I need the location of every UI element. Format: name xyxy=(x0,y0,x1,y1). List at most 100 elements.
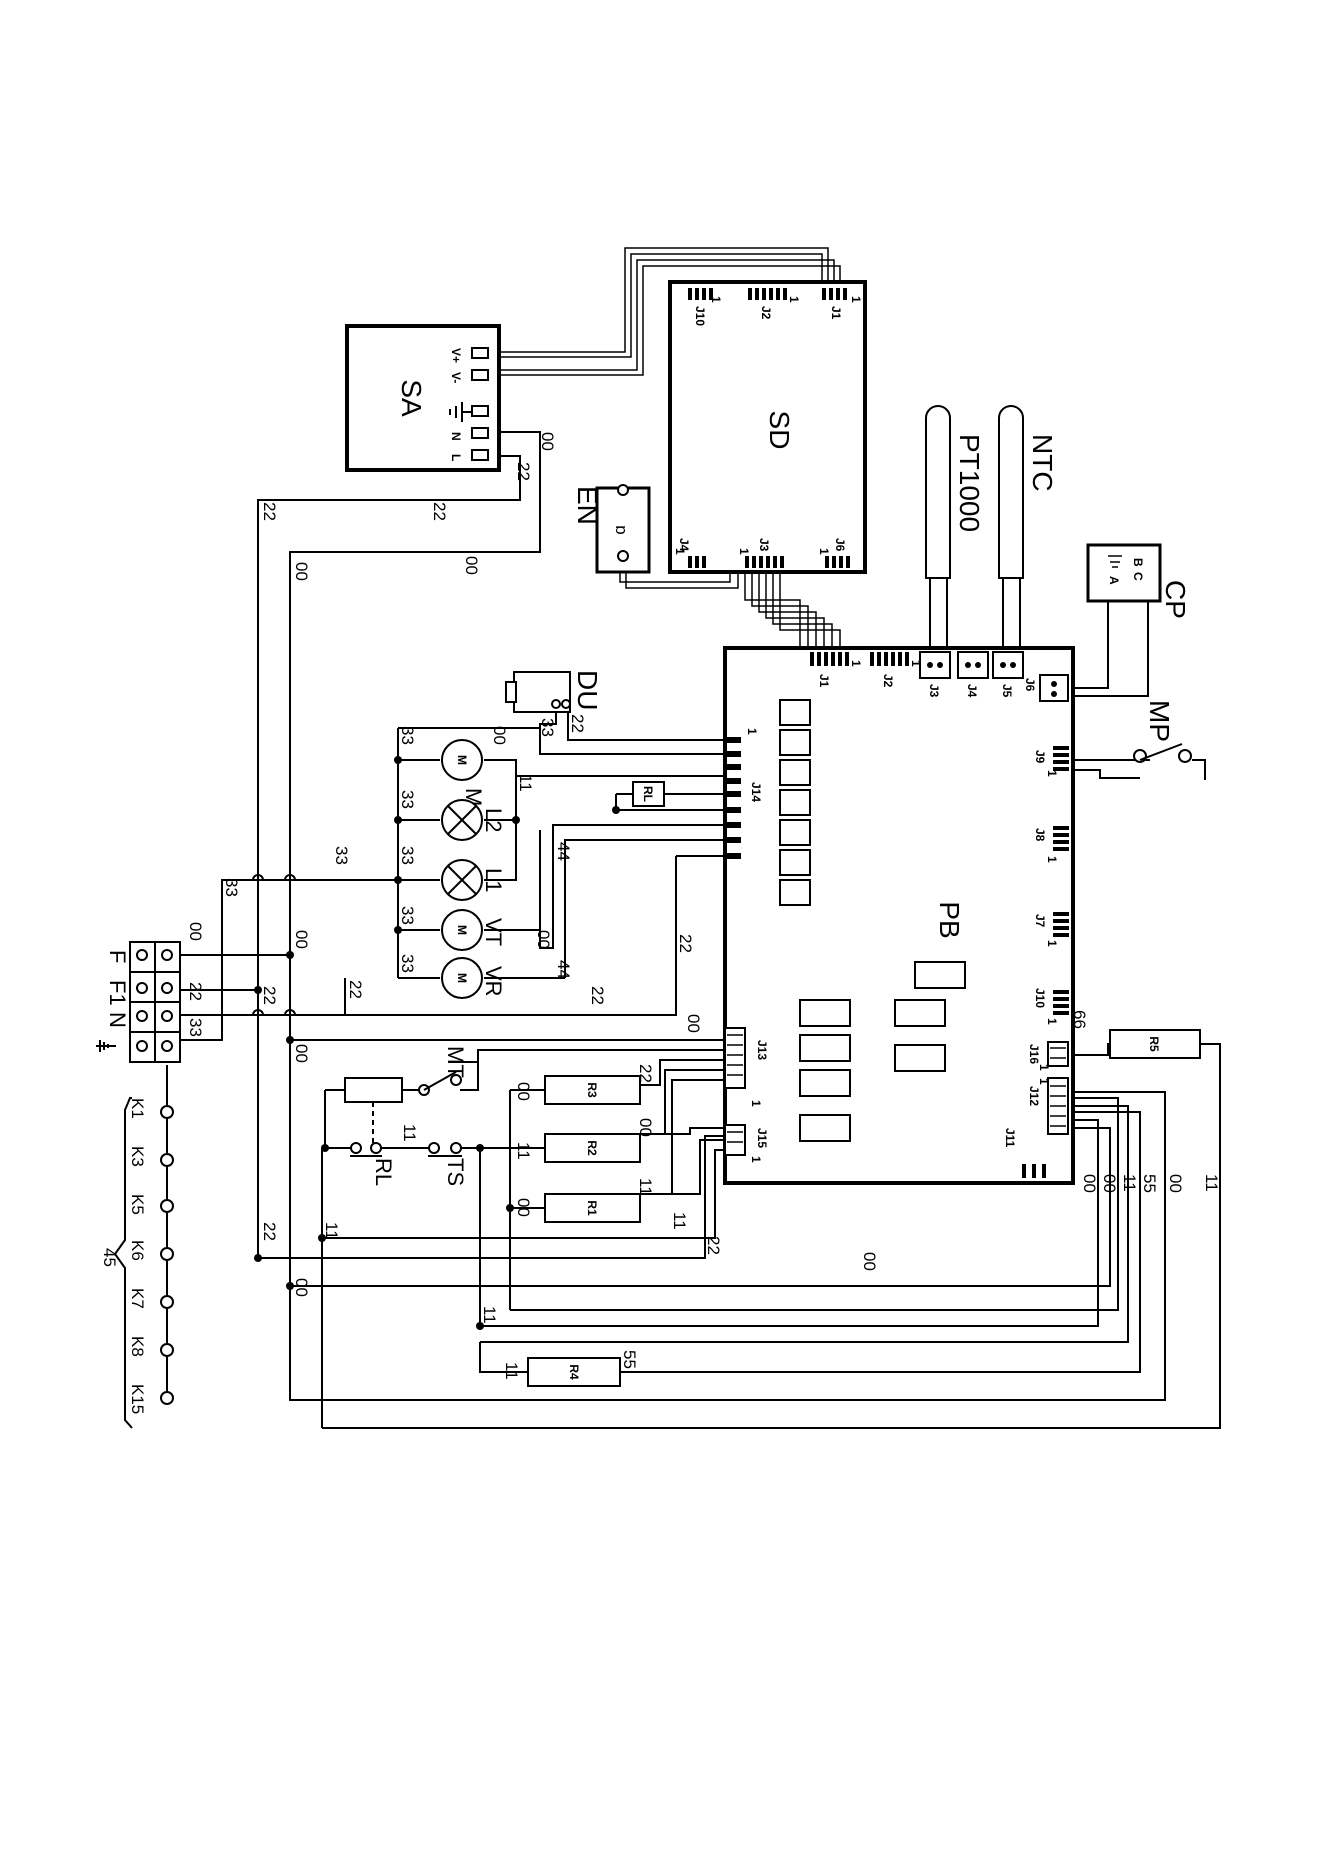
svg-text:00: 00 xyxy=(292,1044,311,1063)
vr-motor: M VR xyxy=(441,957,506,999)
sd-j3-label: J3 xyxy=(757,538,771,552)
svg-text:00: 00 xyxy=(514,1198,533,1217)
svg-text:1: 1 xyxy=(787,296,801,303)
r1-label: R1 xyxy=(585,1200,599,1216)
pt1000-label: PT1000 xyxy=(954,434,985,532)
svg-text:1: 1 xyxy=(1045,940,1059,947)
svg-text:11: 11 xyxy=(480,1306,499,1324)
svg-text:1: 1 xyxy=(749,1156,763,1163)
svg-text:33: 33 xyxy=(398,906,417,925)
svg-text:33: 33 xyxy=(538,718,557,737)
pb-j4-label: J4 xyxy=(965,684,979,698)
r2-label: R2 xyxy=(585,1140,599,1156)
svg-text:22: 22 xyxy=(430,502,449,521)
vr-symbol: M xyxy=(455,973,469,983)
pb-j2-label: J2 xyxy=(881,674,895,688)
svg-text:00: 00 xyxy=(1100,1174,1119,1193)
pb-j11-label: J11 xyxy=(1003,1128,1017,1148)
en-symbol: ɒ xyxy=(612,525,631,534)
pb-j6-label: J6 xyxy=(1023,678,1037,692)
svg-text:00: 00 xyxy=(1166,1174,1185,1193)
mp-switch: MP xyxy=(1133,700,1192,763)
sa-vplus-label: V+ xyxy=(449,348,463,363)
rl-label: RL xyxy=(371,1158,396,1186)
mt-label: MT xyxy=(443,1046,468,1078)
svg-text:11: 11 xyxy=(502,1362,521,1380)
l1-lamp: L1 xyxy=(441,859,506,901)
svg-text:00: 00 xyxy=(462,556,481,575)
svg-text:00: 00 xyxy=(636,1118,655,1137)
svg-text:11: 11 xyxy=(1120,1174,1139,1192)
junction-dots xyxy=(254,756,620,1330)
pb-j5-label: J5 xyxy=(1000,684,1014,698)
rl-resistor: RL xyxy=(632,781,665,807)
du-label: DU xyxy=(572,670,603,710)
r5-label: R5 xyxy=(1147,1036,1161,1052)
svg-text:11: 11 xyxy=(322,1222,341,1240)
svg-text:33: 33 xyxy=(398,726,417,745)
r3-label: R3 xyxy=(585,1082,599,1098)
svg-text:33: 33 xyxy=(398,790,417,809)
mg-symbol: M xyxy=(455,755,469,765)
svg-text:00: 00 xyxy=(514,1082,533,1101)
sd-j4-label: J4 xyxy=(677,538,691,552)
pb-j3-label: J3 xyxy=(927,684,941,698)
cp-component: CP B C A xyxy=(1086,543,1191,619)
resistors: R3 R2 R1 R4 R5 xyxy=(527,1029,1201,1387)
svg-text:00: 00 xyxy=(292,930,311,949)
svg-text:22: 22 xyxy=(260,502,279,521)
svg-text:00: 00 xyxy=(186,922,205,941)
en-component: EN ɒ xyxy=(572,484,651,574)
k15-label: K15 xyxy=(128,1384,147,1414)
svg-text:1: 1 xyxy=(849,296,863,303)
mp-label: MP xyxy=(1144,700,1175,742)
wire-crossings xyxy=(252,874,296,1016)
ntc-label: NTC xyxy=(1027,434,1058,492)
svg-text:22: 22 xyxy=(260,1222,279,1241)
svg-text:22: 22 xyxy=(346,980,365,999)
ts-label: TS xyxy=(443,1158,468,1186)
du-component: DU xyxy=(505,670,603,713)
pb-j7-label: J7 xyxy=(1033,914,1047,928)
pb-board: PB xyxy=(723,646,1075,1185)
svg-text:1: 1 xyxy=(749,1100,763,1107)
sa-n-label: N xyxy=(449,432,463,441)
svg-text:1: 1 xyxy=(1045,856,1059,863)
svg-text:22: 22 xyxy=(260,986,279,1005)
pb-j13-label: J13 xyxy=(755,1040,769,1060)
terminal-f-label: F xyxy=(105,950,130,963)
svg-text:1: 1 xyxy=(745,728,759,735)
cp-c-label: C xyxy=(1131,572,1145,581)
sd-board: SD J10 J2 J1 J4 J3 J6 xyxy=(668,280,867,574)
terminal-n-label: N xyxy=(105,1012,130,1028)
svg-text:11: 11 xyxy=(516,774,535,792)
svg-text:00: 00 xyxy=(292,1278,311,1297)
svg-text:11: 11 xyxy=(400,1124,419,1142)
svg-text:55: 55 xyxy=(1140,1174,1159,1193)
svg-text:33: 33 xyxy=(222,878,241,897)
sd-j2-label: J2 xyxy=(759,306,773,320)
svg-text:00: 00 xyxy=(860,1252,879,1271)
wire-code-labels: 00 22 22 22 00 00 22 33 00 33 11 33 33 3… xyxy=(186,432,1221,1380)
svg-text:33: 33 xyxy=(332,846,351,865)
terminal-f1-label: F1 xyxy=(105,980,130,1006)
svg-text:11: 11 xyxy=(514,1142,533,1160)
svg-text:1: 1 xyxy=(849,660,863,667)
ntc-sensor: NTC xyxy=(998,405,1058,579)
cp-a-label: A xyxy=(1107,576,1121,585)
k-group-label: 45 xyxy=(100,1248,119,1267)
k8-label: K8 xyxy=(128,1336,147,1357)
k7-label: K7 xyxy=(128,1288,147,1309)
pb-j10-label: J10 xyxy=(1033,988,1047,1008)
pb-j1-label: J1 xyxy=(817,674,831,688)
k-chain: K1 K3 K5 K6 K7 K8 K15 45 xyxy=(100,1097,174,1429)
svg-text:22: 22 xyxy=(186,982,205,1001)
pt1000-sensor: PT1000 xyxy=(925,405,985,579)
svg-text:33: 33 xyxy=(398,846,417,865)
pb-j16-label: J16 xyxy=(1027,1044,1041,1064)
ground-icon xyxy=(1108,555,1122,568)
sd-j1-label: J1 xyxy=(829,306,843,320)
cp-b-label: B xyxy=(1131,558,1145,567)
svg-text:22: 22 xyxy=(636,1064,655,1083)
sa-label: SA xyxy=(396,379,427,417)
